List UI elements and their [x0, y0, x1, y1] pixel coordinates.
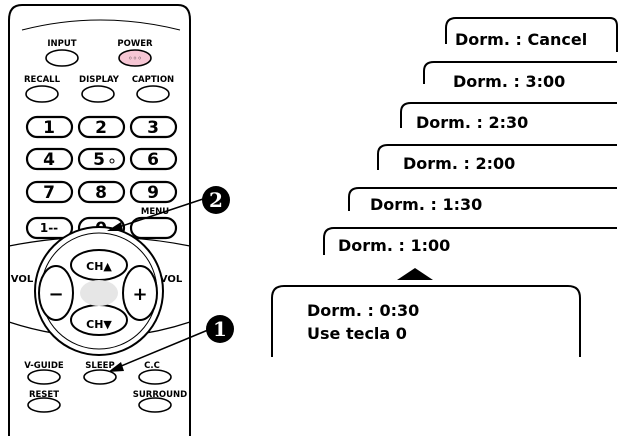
- key-1-button[interactable]: [25, 115, 74, 139]
- callout-1-marker: [206, 315, 234, 343]
- osd-current-screen: [271, 285, 581, 357]
- key-8-button[interactable]: [77, 180, 126, 204]
- key-4-button[interactable]: [25, 147, 74, 171]
- vol-down-button[interactable]: [38, 265, 74, 321]
- key-5-button[interactable]: [77, 147, 126, 171]
- osd-label-1h30: Dorm. : 1:30: [370, 195, 482, 214]
- remote-control: INPUT POWER ◦◦◦ RECALL DISPLAY CAPTION 1…: [8, 4, 191, 436]
- osd-screen-cancel: [445, 17, 618, 52]
- cc-button[interactable]: [138, 369, 172, 385]
- key-9-label: 9: [147, 183, 159, 203]
- callout-1: 1: [108, 315, 234, 372]
- callout-2: 2: [107, 186, 230, 231]
- osd-current-line1: Dorm. : 0:30: [307, 301, 419, 320]
- key-6-label: 6: [147, 150, 159, 170]
- display-label: DISPLAY: [79, 75, 120, 85]
- vol-up-button[interactable]: [122, 265, 158, 321]
- key-5-label: 5: [93, 150, 105, 170]
- callout-1-arrowhead-icon: [108, 362, 124, 372]
- enter-button[interactable]: [80, 280, 118, 306]
- callout-2-line: [112, 198, 204, 230]
- surround-label: SURROUND: [133, 390, 187, 400]
- osd-screen-2h: [377, 144, 617, 170]
- display-button[interactable]: [81, 85, 115, 103]
- key-7-label: 7: [43, 183, 55, 203]
- sleep-label: SLEEP: [85, 361, 114, 371]
- callout-2-marker: [202, 186, 230, 214]
- recall-button[interactable]: [25, 85, 59, 103]
- key-8-label: 8: [95, 183, 107, 203]
- osd-current-line2: Use tecla 0: [307, 324, 407, 343]
- reset-button[interactable]: [27, 397, 61, 413]
- vol-minus-label: −: [48, 284, 63, 305]
- key-2-button[interactable]: [77, 115, 126, 139]
- surround-button[interactable]: [138, 397, 172, 413]
- power-label: POWER: [117, 39, 153, 49]
- input-label: INPUT: [47, 39, 76, 49]
- callout-1-line: [113, 329, 209, 370]
- recall-label: RECALL: [24, 75, 61, 85]
- callout-1-number: 1: [213, 317, 227, 341]
- input-button[interactable]: [45, 49, 79, 67]
- key-2-label: 2: [95, 118, 107, 138]
- vguide-button[interactable]: [27, 369, 61, 385]
- power-dots-icon: ◦◦◦: [128, 54, 142, 63]
- caption-button[interactable]: [136, 85, 170, 103]
- key-5-dot-icon: [109, 158, 115, 164]
- vol-left-label: VOL: [11, 274, 34, 285]
- key-3-label: 3: [147, 118, 159, 138]
- power-button[interactable]: [118, 49, 152, 67]
- osd-label-3h: Dorm. : 3:00: [453, 72, 565, 91]
- sleep-button[interactable]: [83, 369, 117, 385]
- reset-label: RESET: [29, 390, 59, 400]
- osd-screen-2h30: [400, 102, 617, 128]
- menu-button[interactable]: [129, 216, 178, 240]
- osd-screen-1h30: [348, 187, 617, 211]
- osd-label-cancel: Dorm. : Cancel: [455, 30, 587, 49]
- vol-plus-label: +: [132, 284, 147, 305]
- osd-screens: Dorm. : Cancel Dorm. : 3:00 Dorm. : 2:30…: [271, 17, 618, 357]
- key-6-button[interactable]: [129, 147, 178, 171]
- up-arrow-icon: [397, 268, 433, 280]
- ch-down-label: CH▼: [86, 318, 112, 331]
- osd-label-1h: Dorm. : 1:00: [338, 236, 450, 255]
- vguide-label: V-GUIDE: [24, 361, 64, 371]
- key-7-button[interactable]: [25, 180, 74, 204]
- key-1-label: 1: [43, 118, 55, 138]
- key-1-dash-button[interactable]: [25, 216, 74, 240]
- key-9-button[interactable]: [129, 180, 178, 204]
- osd-label-2h30: Dorm. : 2:30: [416, 113, 528, 132]
- caption-label: CAPTION: [132, 75, 174, 85]
- key-4-label: 4: [43, 150, 55, 170]
- key-1-dash-label: 1--: [40, 221, 58, 235]
- cc-label: C.C: [144, 361, 160, 371]
- callout-2-number: 2: [209, 188, 223, 212]
- osd-label-2h: Dorm. : 2:00: [403, 154, 515, 173]
- osd-screen-3h: [423, 61, 617, 84]
- osd-screen-1h: [323, 227, 617, 255]
- key-3-button[interactable]: [129, 115, 178, 139]
- menu-label: MENU: [141, 207, 169, 217]
- callout-2-arrowhead-icon: [107, 222, 123, 231]
- remote-top-curve: [21, 19, 181, 31]
- vol-right-label: VOL: [160, 274, 183, 285]
- ch-up-label: CH▲: [86, 260, 112, 273]
